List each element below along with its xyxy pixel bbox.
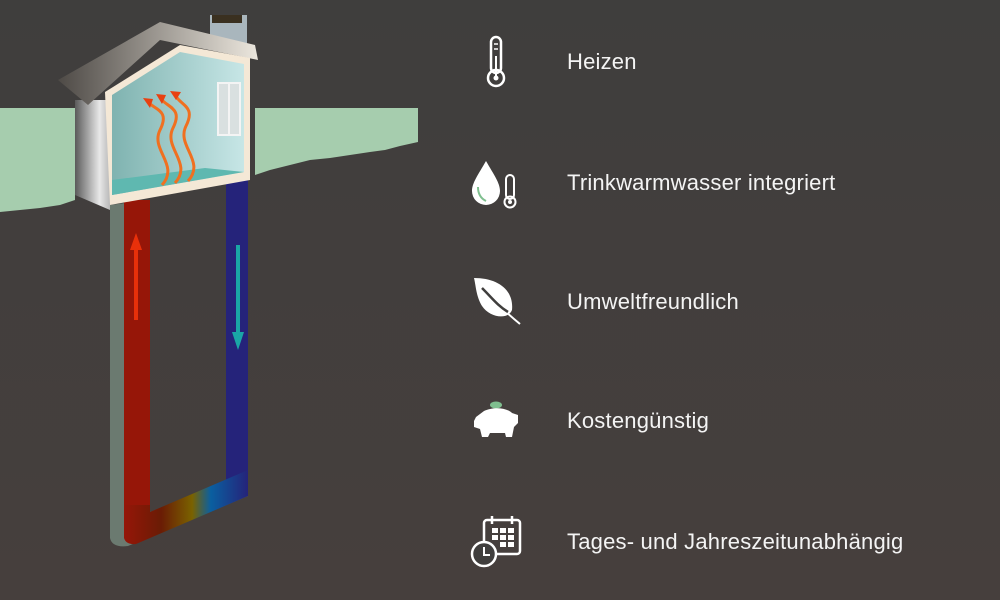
grass-band <box>0 108 418 212</box>
piggy-bank-icon <box>466 391 526 451</box>
feature-kostenguenstig: Kostengünstig <box>466 391 986 451</box>
feature-label: Trinkwarmwasser integriert <box>567 170 836 195</box>
heat-wave-arrows <box>146 94 196 187</box>
house <box>58 15 258 210</box>
feature-trinkwarmwasser: Trinkwarmwasser integriert <box>466 153 986 213</box>
up-arrow <box>130 233 142 320</box>
feature-heizen: Heizen <box>466 32 986 92</box>
calendar-clock-icon <box>466 512 526 572</box>
down-arrow <box>232 245 244 350</box>
feature-label: Tages- und Jahreszeitunabhängig <box>567 529 904 554</box>
feature-tageszeitunabhaengig: Tages- und Jahreszeitunabhängig <box>466 512 986 572</box>
leaf-icon <box>466 272 526 332</box>
geothermal-heat-pump-illustration <box>0 15 418 547</box>
feature-label: Umweltfreundlich <box>567 289 739 314</box>
thermometer-icon <box>466 32 526 92</box>
water-drop-thermometer-icon <box>466 153 526 213</box>
feature-label: Heizen <box>567 49 637 74</box>
ground-loop-pipe <box>110 180 248 547</box>
feature-label: Kostengünstig <box>567 408 710 433</box>
feature-umweltfreundlich: Umweltfreundlich <box>466 272 986 332</box>
